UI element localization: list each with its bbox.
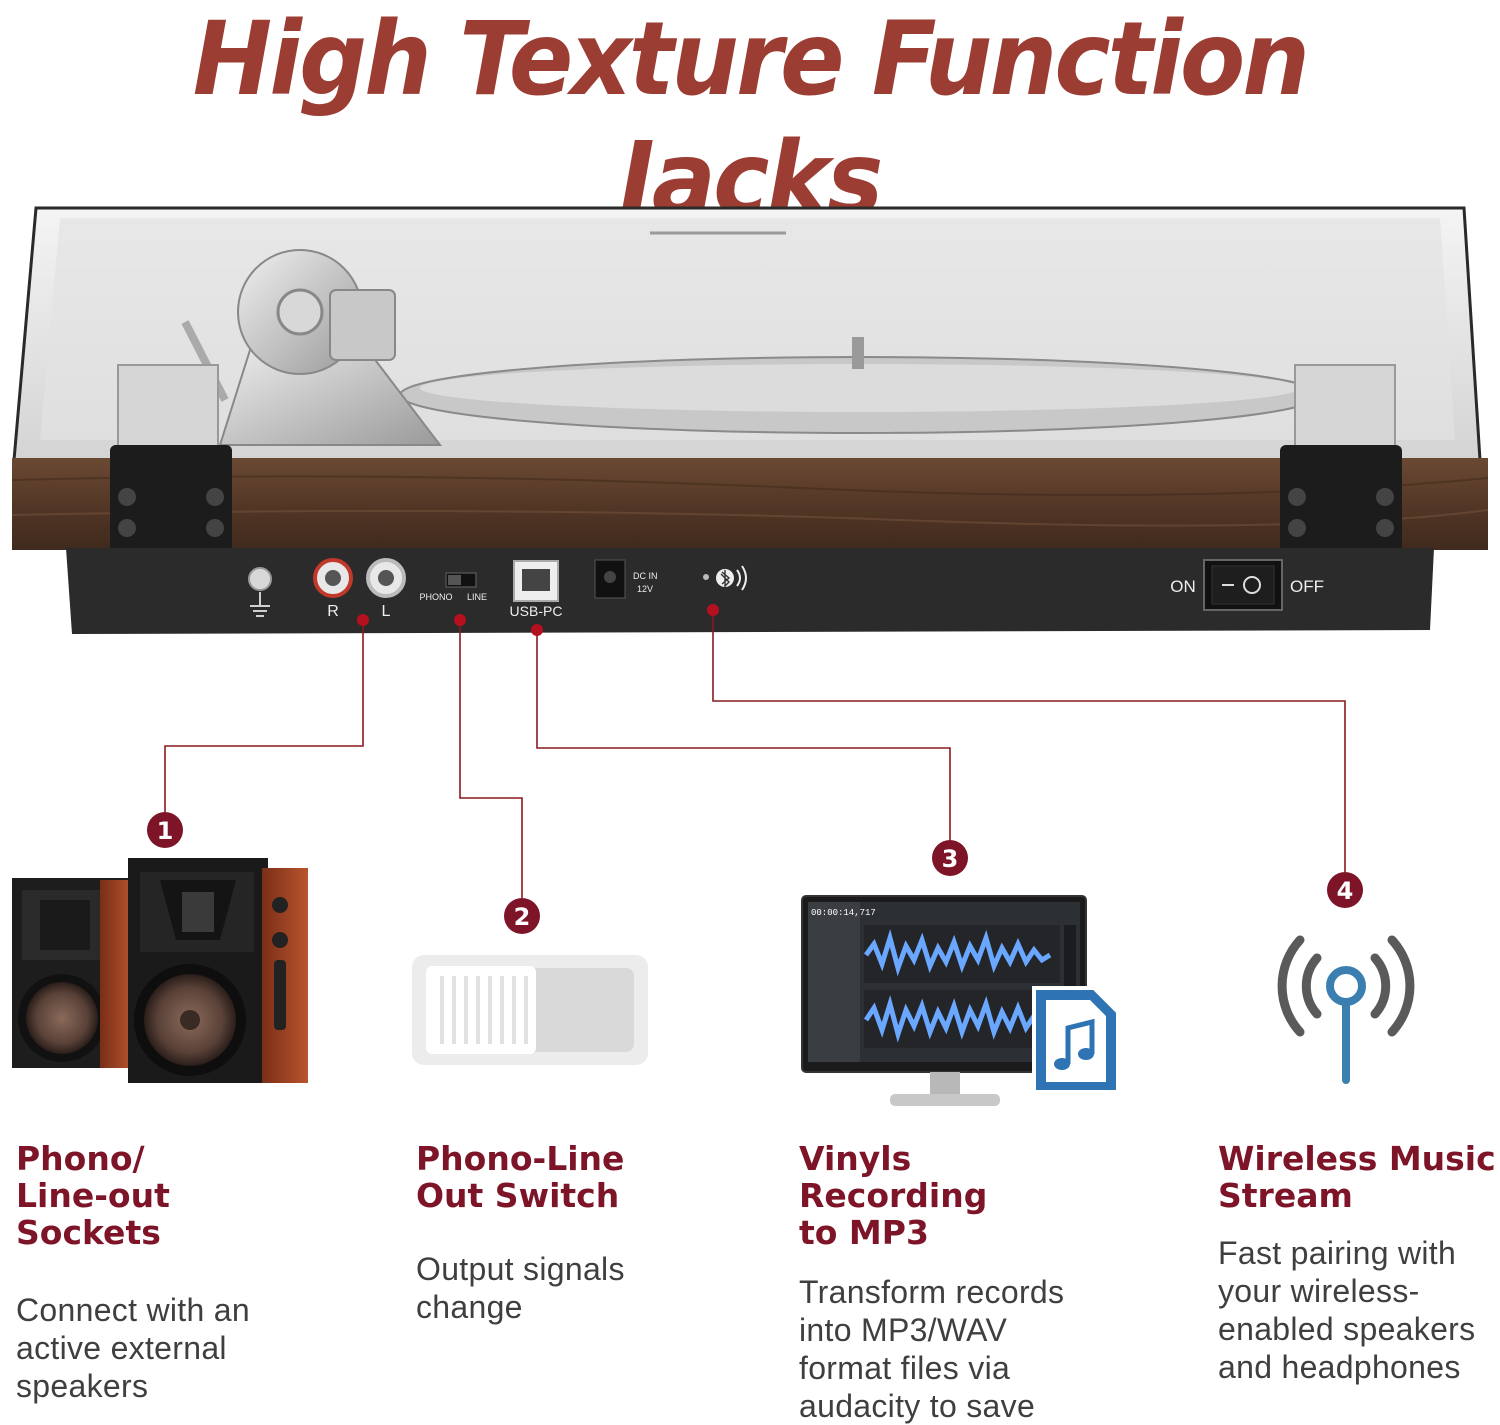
headline: High Texture Function Jacks (192, 0, 1310, 239)
ground-terminal (248, 567, 272, 617)
dc-voltage-label: 12V (637, 584, 653, 594)
feature-3-title-line1: Vinyls Recording (799, 1139, 988, 1215)
hinge-right (1280, 364, 1402, 555)
leader-line-1 (164, 620, 364, 812)
music-file-icon (1032, 986, 1120, 1094)
feature-4-desc-line4: and headphones (1218, 1349, 1461, 1385)
power-off-label: OFF (1290, 577, 1324, 596)
dc-in-jack (594, 559, 626, 599)
feature-2: Phono-Line Out Switch Output signals cha… (416, 1140, 716, 1326)
monitor-image: 00:00:14,717 (801, 895, 1120, 1106)
feature-3-desc-line3: format files via (799, 1350, 1011, 1386)
feature-2-desc-line2: change (416, 1289, 523, 1325)
rear-panel (66, 548, 1434, 634)
wood-plinth (12, 458, 1488, 550)
pin-dot-3 (531, 624, 543, 636)
pin-dot-2 (454, 614, 466, 626)
badge-4: 4 (1327, 872, 1363, 908)
rca-l-label: L (382, 603, 391, 620)
feature-4-desc-line3: enabled speakers (1218, 1311, 1476, 1347)
feature-4: Wireless Music Stream Fast pairing with … (1218, 1140, 1498, 1386)
feature-1-desc-line2: active external (16, 1330, 227, 1366)
switch-image (412, 955, 648, 1065)
rca-right-jack (313, 558, 353, 598)
feature-3-title-line2: to MP3 (799, 1213, 929, 1252)
power-on-label: ON (1170, 577, 1196, 596)
feature-3-desc-line1: Transform records (799, 1274, 1065, 1310)
usb-label: USB-PC (510, 603, 563, 619)
feature-2-desc-line1: Output signals (416, 1251, 625, 1287)
leader-line-4 (712, 610, 1346, 872)
dc-in-label: DC IN (633, 571, 658, 581)
feature-4-title-line2: Stream (1218, 1176, 1353, 1215)
badge-1: 1 (147, 812, 183, 848)
feature-1-desc-line3: speakers (16, 1368, 149, 1404)
badge-3-number: 3 (942, 845, 959, 873)
badge-3: 3 (932, 840, 968, 876)
bluetooth-icon (703, 565, 747, 591)
usb-port (513, 560, 559, 602)
feature-2-title-line1: Phono-Line (416, 1139, 625, 1178)
feature-3: Vinyls Recording to MP3 Transform record… (799, 1140, 1099, 1425)
leader-lines (164, 610, 1346, 898)
recording-timecode: 00:00:14,717 (811, 908, 876, 918)
rca-left-jack (366, 558, 406, 598)
switch-line-label: LINE (467, 592, 487, 602)
feature-3-desc-line2: into MP3/WAV (799, 1312, 1008, 1348)
feature-1: Phono/ Line-out Sockets Connect with an … (16, 1140, 316, 1405)
phono-line-switch (445, 572, 477, 588)
switch-phono-label: PHONO (419, 592, 452, 602)
feature-4-title-line1: Wireless Music (1218, 1139, 1496, 1178)
badge-2: 2 (504, 898, 540, 934)
pin-dot-4 (707, 604, 719, 616)
feature-1-title-line1: Phono/ (16, 1139, 145, 1178)
turntable: R L PHONO LINE USB-PC DC IN 12V ON (11, 206, 1489, 634)
leader-line-2 (459, 620, 523, 898)
wireless-icon (1277, 935, 1415, 1084)
pin-dot-1 (357, 614, 369, 626)
feature-4-desc-line2: your wireless- (1218, 1273, 1420, 1309)
power-switch (1203, 559, 1283, 611)
badge-2-number: 2 (514, 903, 531, 931)
tonearm (181, 249, 443, 446)
speakers-image (12, 858, 308, 1083)
feature-3-desc-line4: audacity to save (799, 1388, 1036, 1424)
leader-line-3 (536, 630, 951, 840)
feature-2-title-line2: Out Switch (416, 1176, 620, 1215)
feature-1-title-line2: Line-out Sockets (16, 1176, 170, 1252)
badge-4-number: 4 (1337, 877, 1354, 905)
feature-4-desc-line1: Fast pairing with (1218, 1235, 1457, 1271)
badge-1-number: 1 (157, 817, 174, 845)
feature-1-desc-line1: Connect with an (16, 1292, 250, 1328)
rca-r-label: R (327, 603, 339, 620)
